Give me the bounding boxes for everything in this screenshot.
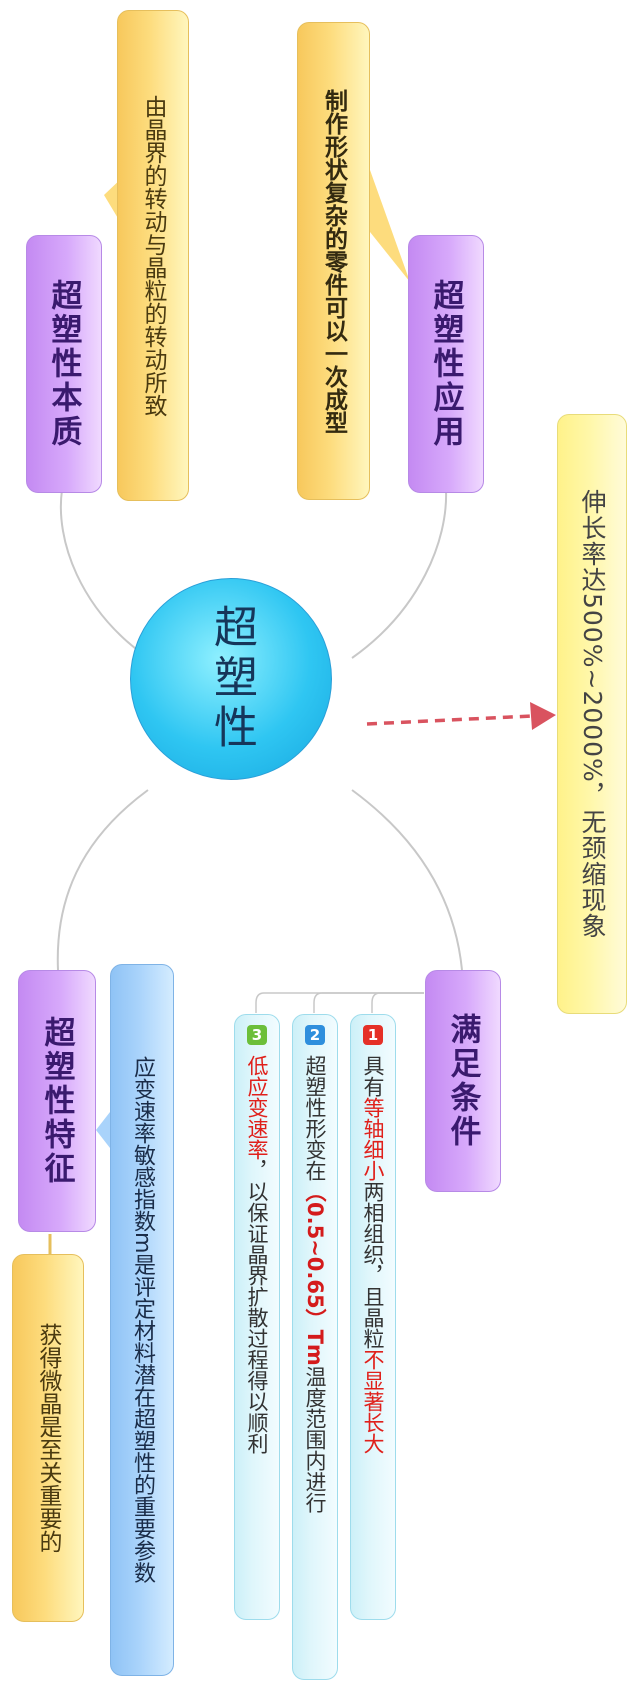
topic-application[interactable]: 超塑性应用 xyxy=(408,235,484,493)
condition-1-highlight-a: 等轴细小 xyxy=(361,1097,385,1181)
condition-item-1[interactable]: 1 具有等轴细小两相组织，且晶粒不显著长大 xyxy=(350,1014,396,1620)
central-topic-node[interactable]: 超塑性 xyxy=(130,578,332,780)
number-2-icon: 2 xyxy=(305,1025,325,1045)
connector-features xyxy=(56,789,149,971)
condition-1-text-b: 两相组织，且晶粒 xyxy=(361,1181,385,1349)
topic-essence[interactable]: 超塑性本质 xyxy=(26,235,102,493)
condition-line-3 xyxy=(255,992,424,1013)
elongation-arrow-head xyxy=(530,702,556,730)
topic-features-label: 超塑性特征 xyxy=(38,1016,75,1186)
note-elongation[interactable]: 伸长率达500%~2000%，无颈缩现象 xyxy=(557,414,627,1014)
topic-conditions-label: 满足条件 xyxy=(444,1013,481,1149)
condition-3-highlight: 低应变速率 xyxy=(245,1055,269,1160)
note-essence-text: 由晶界的转动与晶粒的转动所致 xyxy=(140,94,166,417)
condition-item-3[interactable]: 3 低应变速率，以保证晶界扩散过程得以顺利 xyxy=(234,1014,280,1620)
number-1-icon: 1 xyxy=(363,1025,383,1045)
topic-conditions[interactable]: 满足条件 xyxy=(425,970,501,1192)
condition-1-text-a: 具有 xyxy=(361,1055,385,1097)
condition-3-text: ，以保证晶界扩散过程得以顺利 xyxy=(245,1160,269,1454)
number-3-icon: 3 xyxy=(247,1025,267,1045)
note-microcrystal-text: 获得微晶是至关重要的 xyxy=(35,1323,61,1553)
note-elongation-text: 伸长率达500%~2000%，无颈缩现象 xyxy=(578,489,607,939)
topic-essence-label: 超塑性本质 xyxy=(45,279,82,449)
condition-2-highlight: （0.5~0.65）Tm xyxy=(303,1181,327,1366)
note-application-text: 制作形状复杂的零件可以一次成型 xyxy=(320,88,347,434)
note-sensitivity[interactable]: 应变速率敏感指数m是评定材料潜在超塑性的重要参数 xyxy=(110,964,174,1676)
connector-conditions xyxy=(351,789,463,971)
pointer-application-note xyxy=(370,170,410,282)
topic-features[interactable]: 超塑性特征 xyxy=(18,970,96,1232)
pointer-features-note xyxy=(96,1112,110,1148)
central-topic-label: 超塑性 xyxy=(206,604,257,754)
elongation-arrow-line xyxy=(366,714,533,726)
condition-line-1 xyxy=(371,992,424,1013)
note-application[interactable]: 制作形状复杂的零件可以一次成型 xyxy=(297,22,370,500)
note-sensitivity-text: 应变速率敏感指数m是评定材料潜在超塑性的重要参数 xyxy=(130,1056,155,1584)
condition-line-2 xyxy=(313,992,424,1013)
note-microcrystal[interactable]: 获得微晶是至关重要的 xyxy=(12,1254,84,1622)
note-essence[interactable]: 由晶界的转动与晶粒的转动所致 xyxy=(117,10,189,501)
connector-application xyxy=(351,489,448,659)
condition-2-text-a: 超塑性形变在 xyxy=(303,1055,327,1181)
connector-essence xyxy=(59,489,149,659)
condition-1-highlight-b: 不显著长大 xyxy=(361,1349,385,1454)
condition-2-text-b: 温度范围内进行 xyxy=(303,1365,327,1513)
topic-application-label: 超塑性应用 xyxy=(427,279,464,449)
